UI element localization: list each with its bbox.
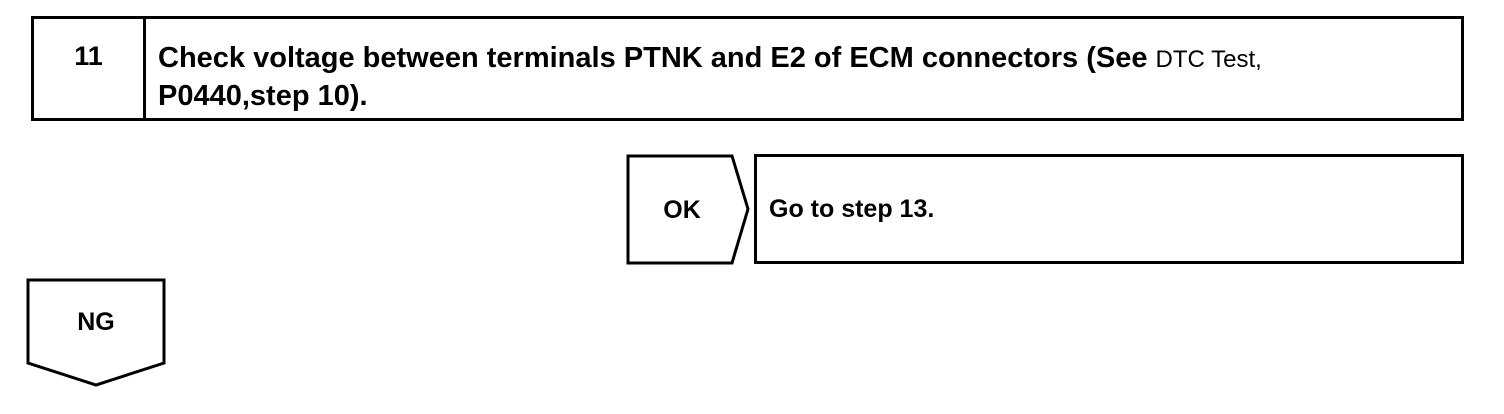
ok-label: OK — [663, 196, 701, 224]
step-instruction: Check voltage between terminals PTNK and… — [146, 19, 1461, 118]
ok-result-text: Go to step 13. — [769, 194, 935, 223]
step-number: 11 — [34, 19, 146, 118]
ok-arrow-shape — [626, 154, 750, 265]
step-instruction-main: Check voltage between terminals PTNK and… — [158, 42, 1156, 74]
ng-label: NG — [77, 308, 115, 336]
step-instruction-reference: DTC Test, — [1155, 46, 1262, 73]
step-instruction-end: P0440,step 10). — [158, 80, 368, 112]
step-box: 11 Check voltage between terminals PTNK … — [31, 16, 1464, 121]
ng-arrow-shape — [26, 278, 166, 387]
ok-result-box: Go to step 13. — [754, 154, 1464, 264]
